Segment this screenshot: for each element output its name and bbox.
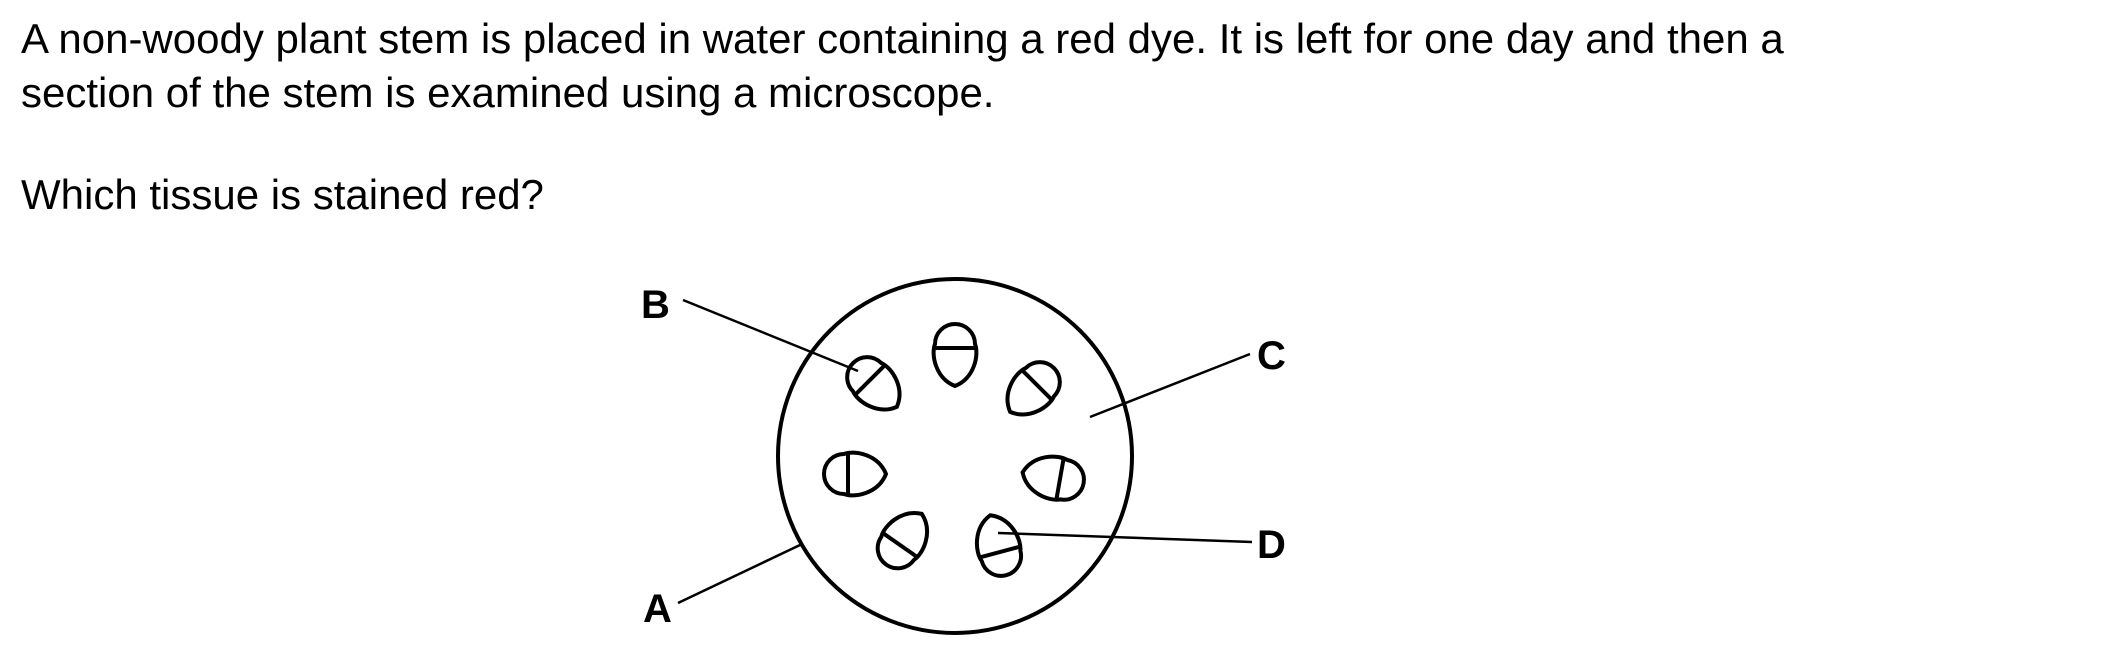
label-leader-lines (677, 298, 1253, 605)
label-d: D (1257, 523, 1286, 567)
leader-line-c (1089, 352, 1251, 419)
vascular-bundle-left (822, 450, 889, 498)
question-stem-line-1: A non-woody plant stem is placed in wate… (21, 15, 1784, 62)
question-stem: A non-woody plant stem is placed in wate… (21, 12, 2061, 120)
vascular-bundle-right (1020, 454, 1086, 502)
vascular-bundle-bottom-right (975, 513, 1023, 578)
vascular-bundle-bottom-left (875, 511, 929, 571)
label-c: C (1257, 334, 1286, 378)
vascular-bundles (822, 322, 1086, 578)
leader-line-a (677, 543, 801, 605)
vascular-bundle-top-left (845, 355, 902, 412)
leader-line-b (682, 298, 859, 373)
vascular-bundle-top (931, 322, 979, 389)
question-prompt: Which tissue is stained red? (21, 171, 544, 218)
label-b: B (641, 283, 670, 327)
label-a: A (643, 587, 672, 631)
leader-line-d (997, 531, 1253, 544)
question-stem-line-2: section of the stem is examined using a … (21, 69, 995, 116)
stem-outline (776, 277, 1134, 635)
vascular-bundle-top-right (1005, 360, 1062, 417)
